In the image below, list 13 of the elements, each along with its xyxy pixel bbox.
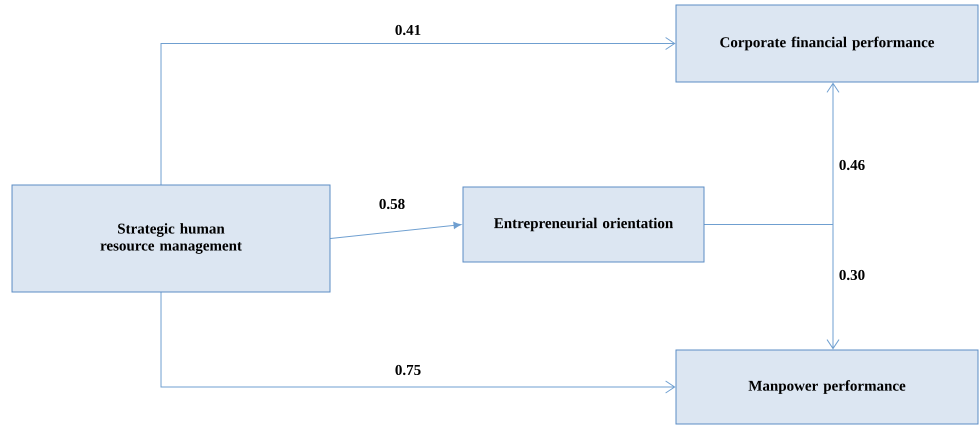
box: Manpower performance [676,349,978,424]
arrow [330,222,462,239]
edge-label: 0.46 [838,158,866,172]
arrow [704,224,840,350]
box: Corporate financial performance [676,4,978,82]
box: Entrepreneurial orientation [462,186,704,262]
edge-label: 0.58 [378,198,406,210]
edge-label: 0.75 [394,364,422,376]
box: Strategic human resource management [12,184,330,292]
edge-label: 0.41 [394,24,422,36]
arrow [160,37,676,185]
arrow [160,292,676,394]
edge-label: 0.30 [838,268,866,282]
